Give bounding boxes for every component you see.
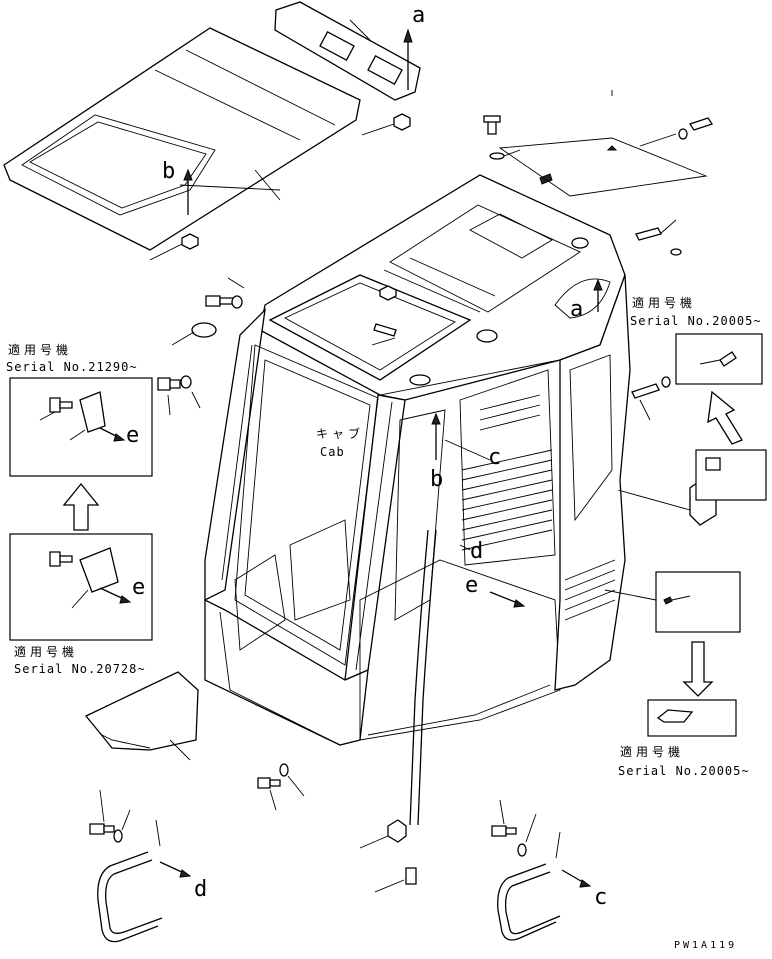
serial-no-1: Serial No.21290~	[6, 360, 138, 374]
callout-d-handrail: d	[194, 877, 207, 902]
serial-no-3: Serial No.20005~	[630, 314, 762, 328]
serial-note-20005-a: 適用号機 Serial No.20005~	[630, 295, 767, 501]
serial-no-2: Serial No.20728~	[14, 662, 146, 676]
serial-jp-3: 適用号機	[632, 295, 696, 310]
serial-jp-2: 適用号機	[14, 644, 78, 659]
rear-wall-ribs	[461, 394, 553, 551]
callout-b-roof: b	[162, 159, 175, 184]
bottom-hardware	[257, 763, 417, 893]
side-vents	[564, 559, 616, 621]
drawing-code: PW1A119	[674, 940, 737, 951]
serial-note-20728: e 適用号機 Serial No.20728~	[9, 533, 153, 676]
callout-c-cab: c	[488, 445, 501, 470]
cab-label-en: Cab	[320, 445, 345, 459]
roof-bracket	[274, 1, 421, 101]
floor-mat	[84, 671, 199, 761]
serial-note-21290: 適用号機 Serial No.21290~ e	[6, 342, 153, 477]
serial-jp-4: 適用号機	[620, 744, 684, 759]
roof-nut	[149, 233, 199, 261]
callout-c-handrail: c	[594, 885, 607, 910]
handrail-right: c	[491, 799, 607, 941]
upgrade-arrow-right	[707, 390, 743, 445]
callout-a-top: a	[412, 3, 425, 28]
cab-body: a	[204, 174, 631, 746]
roof-panel	[3, 27, 361, 251]
callout-e-box2: e	[132, 575, 145, 600]
callout-e-box1: e	[126, 423, 139, 448]
serial-note-20005-b: 適用号機 Serial No.20005~	[604, 571, 750, 778]
serial-no-4: Serial No.20005~	[618, 764, 750, 778]
callout-a-mid: a	[570, 297, 583, 322]
left-hardware	[157, 277, 397, 416]
top-bolts	[483, 90, 714, 256]
callout-b-cab: b	[430, 467, 443, 492]
callout-d-cab: d	[470, 539, 483, 564]
cab-label-jp: キャブ	[316, 426, 364, 441]
callout-e-cab: e	[465, 573, 478, 598]
handrail-left: d	[89, 789, 207, 943]
upgrade-arrow-left	[62, 482, 100, 531]
serial-jp-1: 適用号機	[8, 342, 72, 357]
down-arrow-right	[682, 641, 714, 697]
